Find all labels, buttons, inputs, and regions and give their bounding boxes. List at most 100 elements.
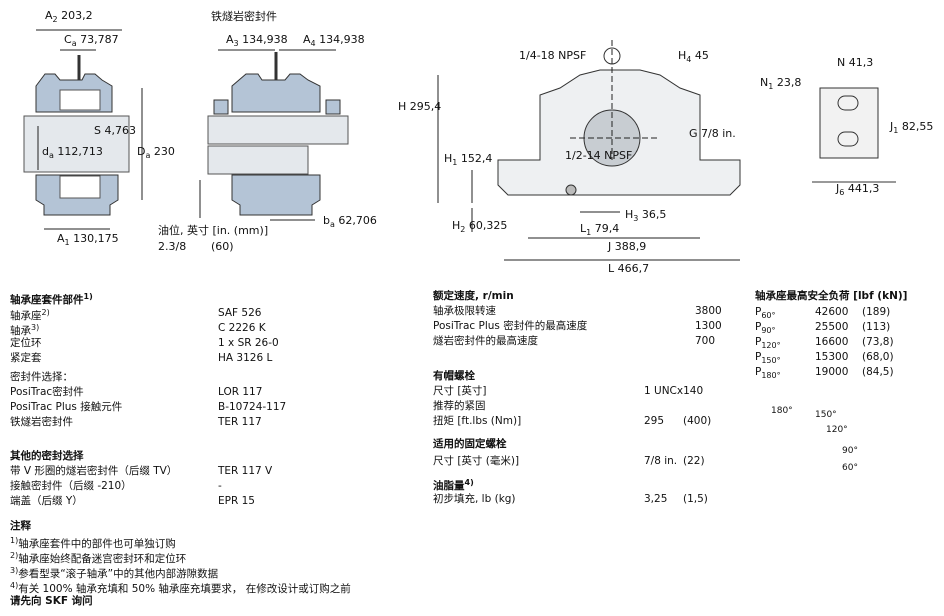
dim-J6: J6 441,3	[836, 182, 880, 198]
torque-nm: (400)	[683, 415, 712, 427]
speed-label: 轴承极限转速	[433, 305, 496, 317]
seal-row-label: PosiTrac密封件	[10, 386, 84, 398]
kit-row-value: 1 x SR 26-0	[218, 337, 279, 349]
notes-footer: 请先向 SKF 询问	[10, 595, 93, 607]
attach-bolts-label: 尺寸 [英寸 (毫米)]	[433, 455, 520, 467]
grease-label: 初步填充, lb (kg)	[433, 493, 516, 505]
kit-row-label: 紧定套	[10, 352, 42, 364]
dim-A1: A1 130,175	[57, 232, 119, 248]
torque-label: 推荐的紧固	[433, 400, 486, 412]
cap-bolts-size-label: 尺寸 [英寸]	[433, 385, 487, 397]
seal-row-value: B-10724-117	[218, 401, 287, 413]
seal-row-label: PosiTrac Plus 接触元件	[10, 401, 123, 413]
kit-row-value: HA 3126 L	[218, 352, 273, 364]
grease-kg: (1,5)	[683, 493, 708, 505]
load-angle: P120°	[755, 336, 781, 351]
dimension-lines	[36, 29, 336, 230]
dim-A4: A4 134,938	[303, 33, 365, 49]
kit-row-label: 轴承座2)	[10, 308, 50, 322]
load-lbf: 16600	[815, 336, 849, 348]
foot-detail-view	[812, 87, 896, 183]
cap-bolts-size-value: 1 UNCx140	[644, 385, 704, 397]
load-kn: (68,0)	[862, 351, 894, 363]
speed-title: 额定速度, r/min	[433, 290, 514, 302]
seal-selection-title: 密封件选择：	[10, 371, 73, 383]
seal-row-value: LOR 117	[218, 386, 263, 398]
other-seal-value: TER 117 V	[218, 465, 273, 477]
dim-H2: H2 60,325	[452, 219, 508, 235]
dim-A3: A3 134,938	[226, 33, 288, 49]
dim-S: S 4,763	[94, 124, 136, 137]
note-item: 1)轴承座套件中的部件也可单独订购	[10, 536, 176, 550]
oil-level-in: 2.3/8	[158, 240, 187, 253]
dim-H4: H4 45	[678, 49, 709, 65]
load-angle-label: 90°	[842, 446, 858, 456]
oil-level-label: 油位, 英寸 [in. (mm)]	[158, 224, 269, 237]
load-angle-label: 120°	[826, 425, 848, 435]
load-lbf: 42600	[815, 306, 849, 318]
other-seal-value: -	[218, 480, 222, 492]
dim-Da: Da 230	[137, 145, 175, 161]
load-kn: (113)	[862, 321, 891, 333]
other-seal-value: EPR 15	[218, 495, 255, 507]
housing-section-seal	[213, 73, 341, 216]
kit-row-label: 轴承3)	[10, 323, 40, 337]
housing-front-view	[497, 47, 741, 196]
load-kn: (189)	[862, 306, 891, 318]
dim-H1: H1 152,4	[444, 152, 493, 168]
dim-H3: H3 36,5	[625, 208, 667, 224]
dim-A2: A2 203,2	[45, 9, 93, 25]
cap-bolts-title: 有帽螺栓	[433, 370, 475, 382]
load-angle: P90°	[755, 321, 776, 336]
speed-value: 3800	[695, 305, 722, 317]
kit-row-value: SAF 526	[218, 307, 262, 319]
load-angle: P180°	[755, 366, 781, 381]
dim-N: N 41,3	[837, 56, 874, 69]
load-kn: (84,5)	[862, 366, 894, 378]
attach-bolts-title: 适用的固定螺栓	[433, 438, 507, 450]
dim-da: da 112,713	[42, 145, 103, 161]
dim-ba: ba 62,706	[323, 214, 377, 230]
speed-value: 700	[695, 335, 716, 347]
note-item: 2)轴承座始终配备迷宫密封环和定位环	[10, 551, 187, 565]
notes-title: 注释	[10, 520, 31, 532]
grease-value: 3,25	[644, 493, 668, 505]
loads-title: 轴承座最高安全负荷 [lbf (kN)]	[755, 290, 908, 302]
shaft-left	[23, 115, 130, 173]
load-angle-label: 150°	[815, 410, 837, 420]
dim-N1: N1 23,8	[760, 76, 802, 92]
dim-G: G 7/8 in.	[689, 127, 736, 140]
load-angle: P150°	[755, 351, 781, 366]
load-angle: P60°	[755, 306, 776, 321]
seal-drawing-title: 铁燧岩密封件	[211, 10, 277, 23]
load-lbf: 19000	[815, 366, 849, 378]
kit-row-label: 定位环	[10, 337, 42, 349]
seal-row-value: TER 117	[218, 416, 262, 428]
kit-title: 轴承座套件部件1)	[10, 292, 93, 306]
torque-value: 295	[644, 415, 665, 427]
torque-label: 扭矩 [ft.lbs (Nm)]	[433, 415, 522, 427]
dim-Ca: Ca 73,787	[64, 33, 119, 49]
front-dimension-lines	[437, 40, 740, 261]
load-angle-label: 60°	[842, 463, 858, 473]
dim-L: L 466,7	[608, 262, 650, 275]
load-angle-label: 180°	[771, 406, 793, 416]
load-lbf: 15300	[815, 351, 849, 363]
speed-label: 燧岩密封件的最高速度	[433, 335, 538, 347]
speed-value: 1300	[695, 320, 722, 332]
grease-title: 油脂量4)	[433, 478, 474, 492]
load-lbf: 25500	[815, 321, 849, 333]
dim-npsf2: 1/2-14 NPSF	[565, 149, 633, 162]
attach-bolts-value: 7/8 in.	[644, 455, 678, 467]
seal-row-label: 铁燧岩密封件	[10, 416, 73, 428]
load-kn: (73,8)	[862, 336, 894, 348]
other-seal-label: 带 V 形圈的燧岩密封件（后缀 TV）	[10, 465, 178, 477]
dim-H: H 295,4	[398, 100, 442, 113]
dim-L1: L1 79,4	[580, 222, 620, 238]
dim-J1: J1 82,55	[890, 120, 934, 136]
kit-row-value: C 2226 K	[218, 322, 266, 334]
oil-level-mm: (60)	[211, 240, 234, 253]
speed-label: PosiTrac Plus 密封件的最高速度	[433, 320, 588, 332]
technical-drawings	[23, 29, 896, 261]
dim-npsf1: 1/4-18 NPSF	[519, 49, 587, 62]
